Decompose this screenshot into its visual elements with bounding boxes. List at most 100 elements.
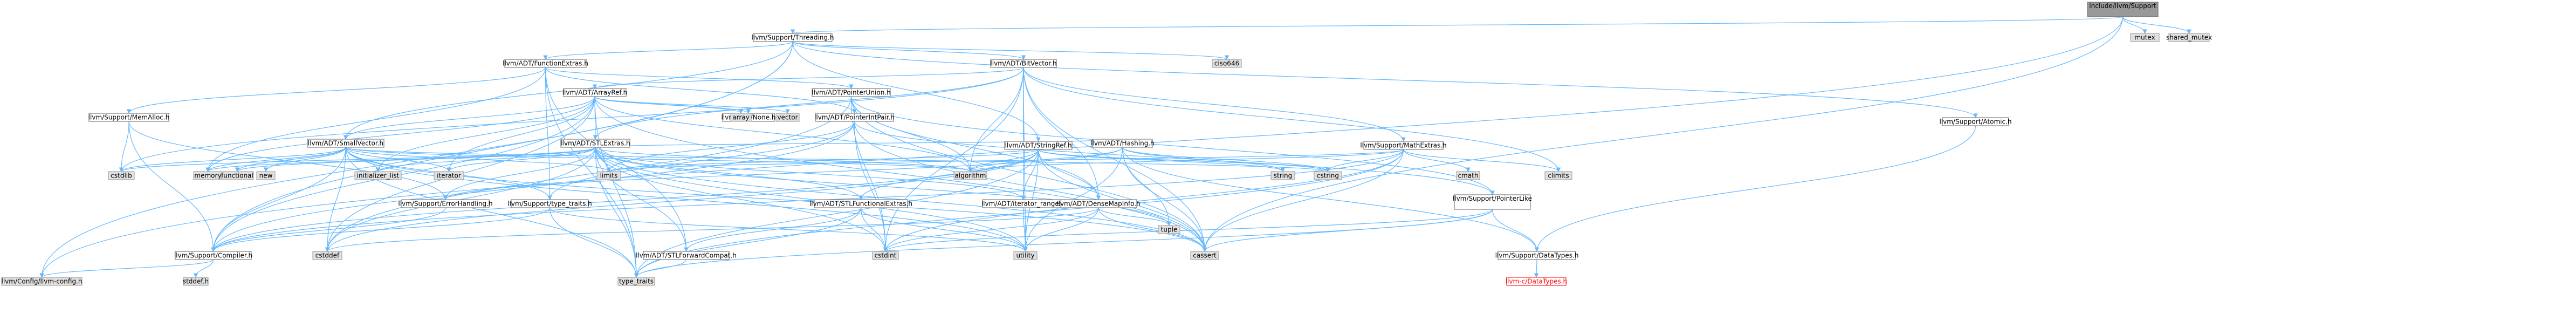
node-vector[interactable]: vector [775,113,800,122]
edge-stringref-to-cstddef [325,149,1039,252]
node-label: llvm/ADT/FunctionExtras.h [503,60,588,67]
edge-hashing-to-errorhandling [443,147,1123,200]
node-ciso646[interactable]: ciso646 [1212,59,1242,68]
edge-pointerintpair-to-limits [606,121,855,172]
node-box [1506,277,1567,286]
node-atomic[interactable]: llvm/Support/Atomic.h [1939,117,2012,126]
edge-stlfunctionalextras-to-stlforwardcompat [684,207,862,252]
node-cstring[interactable]: cstring [1314,171,1342,180]
node-root[interactable]: include/llvm/Support [2087,2,2159,17]
edge-mathextras-to-algorithm [968,149,1404,172]
node-pointerintpair[interactable]: llvm/ADT/PointerIntPair.h [814,113,895,122]
node-pointerliketypetraits[interactable]: llvm/Support/PointerLike [1453,194,1532,210]
node-cstdlib[interactable]: cstdlib [108,171,135,180]
node-smallvector[interactable]: llvm/ADT/SmallVector.h [307,139,384,148]
edge-arrayref-to-type_traits [594,96,639,278]
node-hashing[interactable]: llvm/ADT/Hashing.h [1090,139,1155,148]
node-label: ciso646 [1214,60,1239,67]
node-initializer-list[interactable]: initializer_list [354,171,402,180]
node-bitvector[interactable]: llvm/ADT/BitVector.h [990,59,1057,68]
node-datatypes[interactable]: llvm/Support/DataTypes.h [1495,251,1579,260]
node-new[interactable]: new [256,171,276,180]
node-label: llvm-c/DataTypes.h [1506,278,1567,285]
node-label: llvm/Support/Atomic.h [1939,118,2011,126]
node-compiler[interactable]: llvm/Support/Compiler.h [174,251,252,260]
node-limits[interactable]: limits [596,171,621,180]
edge-smallvector-to-limits [345,147,612,172]
node-label: iterator [437,172,461,180]
node-mathextras[interactable]: llvm/Support/MathExtras.h [1360,141,1447,150]
edge-hashing-to-algorithm [968,147,1123,172]
node-label: limits [600,172,618,180]
node-arrayref[interactable]: llvm/ADT/ArrayRef.h [562,88,628,97]
node-cassert[interactable]: cassert [1190,251,1219,260]
node-config[interactable]: llvm/Config/llvm-config.h [1,277,83,286]
node-layer: include/llvm/Support llvm/Support/Threadi… [1,2,2212,286]
node-box [990,59,1057,68]
node-climits[interactable]: climits [1544,171,1572,180]
edge-arrayref-to-vector [594,96,790,114]
node-label: llvm/Support/PointerLike [1453,195,1532,202]
node-label: llvm/Support/Threading.h [752,34,834,42]
edge-root-to-threading [791,16,2124,34]
node-stringref[interactable]: llvm/ADT/StringRef.h [1004,141,1073,150]
node-label: new [259,172,273,180]
node-iterator[interactable]: iterator [434,171,464,180]
edge-stlextras-to-stlfunctionalextras [595,147,863,200]
node-stlextras[interactable]: llvm/ADT/STLExtras.h [560,139,630,148]
edge-arrayref-to-smallvector [343,96,595,140]
node-box [504,59,587,68]
edge-arrayref-to-cassert [594,96,1207,252]
node-threading[interactable]: llvm/Support/Threading.h [752,33,834,42]
node-box [1456,171,1480,180]
node-label: llvm/ADT/STLForwardCompat.h [636,252,737,260]
edge-stlextras-to-utility [595,147,1028,252]
node-box [312,251,342,260]
node-type-traits[interactable]: type_traits [617,277,655,286]
node-box [753,33,833,42]
node-functional[interactable]: functional [221,171,254,180]
node-c-datatypes[interactable]: llvm-c/DataTypes.h [1506,277,1567,286]
node-stddef[interactable]: stddef.h [183,277,209,286]
edge-memalloc-to-cstdlib [119,121,129,172]
node-string[interactable]: string [1270,171,1295,180]
node-stlfunctionalextras[interactable]: llvm/ADT/STLFunctionalExtras.h [809,199,912,208]
node-algorithm[interactable]: algorithm [953,171,987,180]
node-label: mutex [2134,34,2155,42]
node-tuple[interactable]: tuple [1158,225,1180,234]
node-memory[interactable]: memory [193,171,223,180]
node-cstdint[interactable]: cstdint [872,251,899,260]
node-cstddef[interactable]: cstddef [312,251,342,260]
node-box [596,171,621,180]
edge-pointerintpair-to-cassert [854,121,1207,252]
node-label: string [1274,172,1292,180]
node-functionextras[interactable]: llvm/ADT/FunctionExtras.h [503,59,588,68]
edge-densemapinfo-to-cstddef [325,207,1099,252]
edge-smallvector-to-compiler [211,147,346,252]
node-iterator-range[interactable]: llvm/ADT/iterator_range.h [981,199,1065,208]
edge-mathextras-to-limits [607,149,1404,172]
edge-smallvector-to-memory [205,147,346,172]
edge-stringref-to-limits [607,149,1039,172]
node-mutex[interactable]: mutex [2130,33,2160,42]
edge-mathextras-to-cstring [1325,149,1404,172]
node-label: utility [1016,252,1034,260]
edge-stringref-to-densemapinfo [1038,149,1101,200]
node-errorhandling[interactable]: llvm/Support/ErrorHandling.h [398,199,493,208]
node-cmath[interactable]: cmath [1456,171,1480,180]
node-label: array [732,114,749,121]
node-shared-mutex[interactable]: shared_mutex [2166,33,2212,42]
node-densemapinfo[interactable]: llvm/ADT/DenseMapInfo.h [1056,199,1141,208]
edge-root-to-cassert [1202,16,2124,252]
edge-arrayref-to-algorithm [594,96,973,172]
node-box [563,88,627,97]
node-pointerunion[interactable]: llvm/ADT/PointerUnion.h [812,88,891,97]
node-array[interactable]: array [730,113,752,122]
node-label: cstring [1317,172,1339,180]
node-type-traits-llvm[interactable]: llvm/Support/type_traits.h [507,199,592,208]
node-label: llvm/Support/Compiler.h [174,252,252,260]
node-box [1092,139,1153,148]
node-stlforwardcompat[interactable]: llvm/ADT/STLForwardCompat.h [636,251,737,260]
node-utility[interactable]: utility [1013,251,1038,260]
node-memalloc[interactable]: llvm/Support/MemAlloc.h [88,113,170,122]
